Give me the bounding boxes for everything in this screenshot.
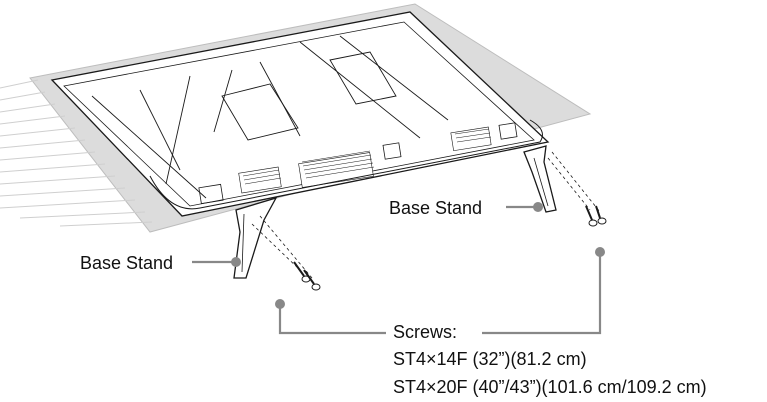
base-stand-label-left: Base Stand: [80, 253, 174, 273]
screw-icon: [293, 205, 607, 291]
tv-back-panel: [50, 11, 550, 217]
screw-spec-2: ST4×20F (40”/43”)(101.6 cm/109.2 cm): [393, 377, 707, 397]
base-stand-right: [523, 145, 557, 213]
base-stand-label-right: Base Stand: [389, 198, 483, 218]
callout-dot: [231, 202, 605, 309]
callouts: [192, 205, 602, 335]
screw-spec-1: ST4×14F (32”)(81.2 cm): [393, 349, 587, 369]
screws-label: Screws:: [393, 322, 458, 342]
base-stand-left: [233, 196, 278, 279]
screw-guides: [251, 151, 601, 279]
